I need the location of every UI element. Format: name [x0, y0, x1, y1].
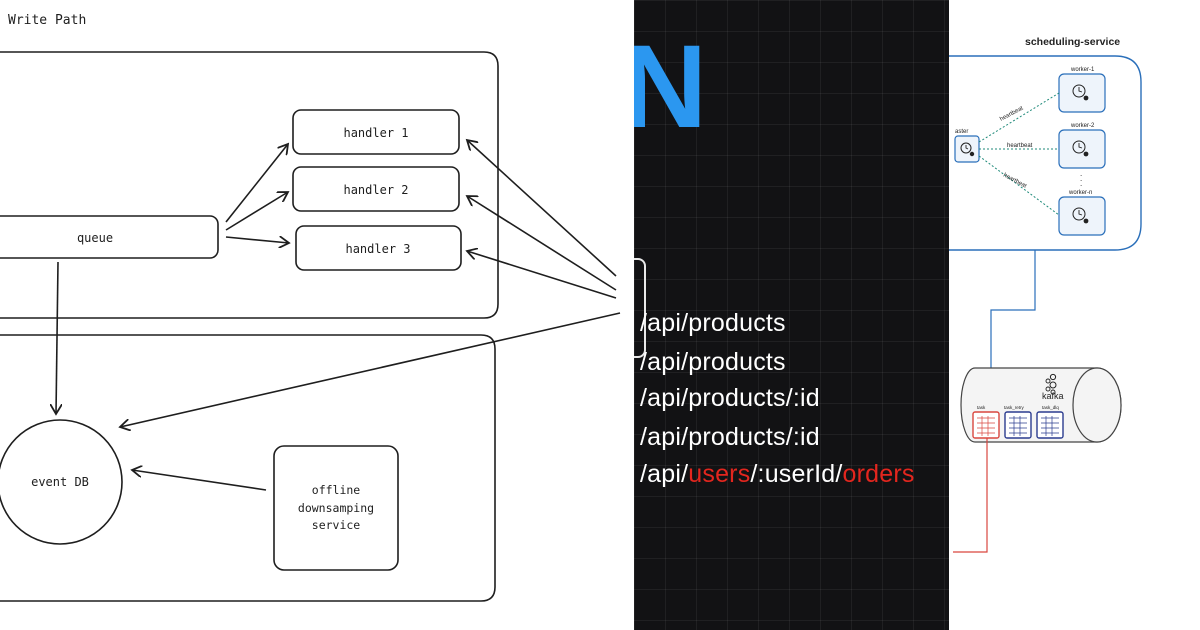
heartbeat-label-n: heartbeat	[1002, 172, 1027, 189]
arrow-queue-handler-3	[225, 237, 289, 243]
ellipsis-dot-1: .	[1080, 169, 1082, 178]
write-container	[0, 51, 499, 319]
arrow-ext-handler-1	[467, 140, 617, 277]
offline-line-3: service	[312, 518, 361, 532]
worker-2-label: worker-2	[1070, 123, 1095, 129]
route-4: /api/products/:id	[640, 423, 820, 451]
route-5-orders: orders	[842, 460, 915, 488]
kafka-logo-icon-left	[1045, 378, 1051, 384]
handler-1-label: handler 1	[343, 126, 408, 140]
route-5-part-1: /api/	[640, 460, 689, 488]
route-5-users: users	[688, 460, 751, 488]
handler-2-label: handler 2	[343, 183, 408, 197]
kafka-logo-icon-bottom	[1050, 389, 1056, 395]
worker-1-gear-icon	[1083, 95, 1089, 101]
event-db-circle	[0, 419, 123, 545]
master-gear-icon	[969, 151, 975, 157]
worker-2-node	[1058, 129, 1106, 169]
route-3: /api/products/:id	[640, 384, 820, 412]
master-clock-hands-icon	[965, 145, 969, 150]
write-path-svg: Write Path queue handler 1 handler 2 han…	[0, 13, 621, 602]
heartbeat-line-1	[978, 92, 1060, 143]
topic-1-label: task	[977, 405, 986, 410]
offline-line-1: offline	[312, 483, 361, 497]
storage-container	[0, 334, 496, 602]
task-consumer-line	[953, 438, 988, 553]
worker-n-gear-icon	[1083, 218, 1089, 224]
heartbeat-label-2: heartbeat	[1007, 143, 1033, 149]
route-1: /api/products	[640, 309, 786, 337]
arrow-ext-event-db	[120, 312, 621, 427]
heartbeat-line-n	[978, 155, 1060, 216]
offline-service-box	[273, 445, 399, 571]
handler-2-box	[292, 166, 460, 212]
heartbeat-label-1: heartbeat	[999, 105, 1024, 122]
topic-3-label: task_dlq	[1042, 405, 1059, 410]
queue-box	[0, 215, 219, 259]
worker-1-label: worker-1	[1070, 67, 1095, 73]
write-path-title: Write Path	[8, 13, 86, 28]
route-2: /api/products	[640, 348, 786, 376]
arrow-queue-event-db	[56, 261, 58, 414]
write-path-diagram: Write Path queue handler 1 handler 2 han…	[0, 13, 621, 602]
master-clock-icon	[960, 142, 972, 154]
handler-1-box	[292, 109, 460, 155]
kafka-logo-icon	[1049, 373, 1057, 381]
arrow-ext-handler-3	[467, 251, 617, 299]
topic-task-retry	[1004, 411, 1032, 439]
offline-line-2: downsamping	[298, 501, 374, 515]
worker-n-node	[1058, 196, 1106, 236]
topic-2-label: task_retry	[1004, 405, 1025, 410]
worker-1-clock-hands-icon	[1078, 87, 1083, 93]
kafka-logo-icon-center	[1049, 381, 1057, 389]
scheduling-title: scheduling-service	[1025, 36, 1120, 48]
scheduler-to-kafka-line	[990, 250, 1036, 408]
worker-2-clock-hands-icon	[1078, 143, 1083, 149]
worker-n-clock-icon	[1072, 207, 1086, 221]
brand-letter: N	[634, 21, 707, 153]
topic-task	[972, 411, 1000, 439]
worker-2-clock-icon	[1072, 140, 1086, 154]
route-5: /api/users/:userId/orders	[640, 460, 915, 489]
topic-task-dlq	[1036, 411, 1064, 439]
handler-3-box	[295, 225, 462, 271]
queue-label: queue	[77, 231, 113, 245]
topic-task-grid	[977, 416, 995, 436]
topic-task-retry-grid	[1009, 416, 1027, 436]
ellipsis-dot-3: .	[1080, 179, 1082, 188]
scheduling-svg: scheduling-service aster worker-1 worker…	[949, 36, 1142, 553]
kafka-label: kafka	[1042, 391, 1064, 401]
arrow-queue-handler-1	[225, 144, 288, 223]
frame-edge	[634, 258, 646, 358]
ellipsis-dot-2: .	[1080, 174, 1082, 183]
scheduling-container	[949, 55, 1142, 251]
arrow-queue-handler-2	[225, 192, 288, 231]
worker-n-label: worker-n	[1068, 190, 1092, 196]
topic-task-dlq-grid	[1041, 416, 1059, 436]
api-routes-panel: N /api/products /api/products /api/produ…	[634, 0, 949, 630]
worker-1-node	[1058, 73, 1106, 113]
master-label: aster	[955, 129, 968, 135]
arrow-offline-event-db	[132, 470, 267, 491]
arrow-ext-handler-2	[467, 196, 617, 291]
worker-2-gear-icon	[1083, 151, 1089, 157]
kafka-logo-icon-left-lower	[1045, 386, 1051, 392]
route-5-part-2: /:userId/	[750, 460, 843, 488]
handler-3-label: handler 3	[345, 242, 410, 256]
worker-1-clock-icon	[1072, 84, 1086, 98]
event-db-label: event DB	[31, 475, 89, 489]
worker-n-clock-hands-icon	[1078, 210, 1083, 216]
scheduling-service-diagram: scheduling-service aster worker-1 worker…	[949, 0, 1200, 630]
kafka-cylinder-end	[1072, 367, 1122, 443]
